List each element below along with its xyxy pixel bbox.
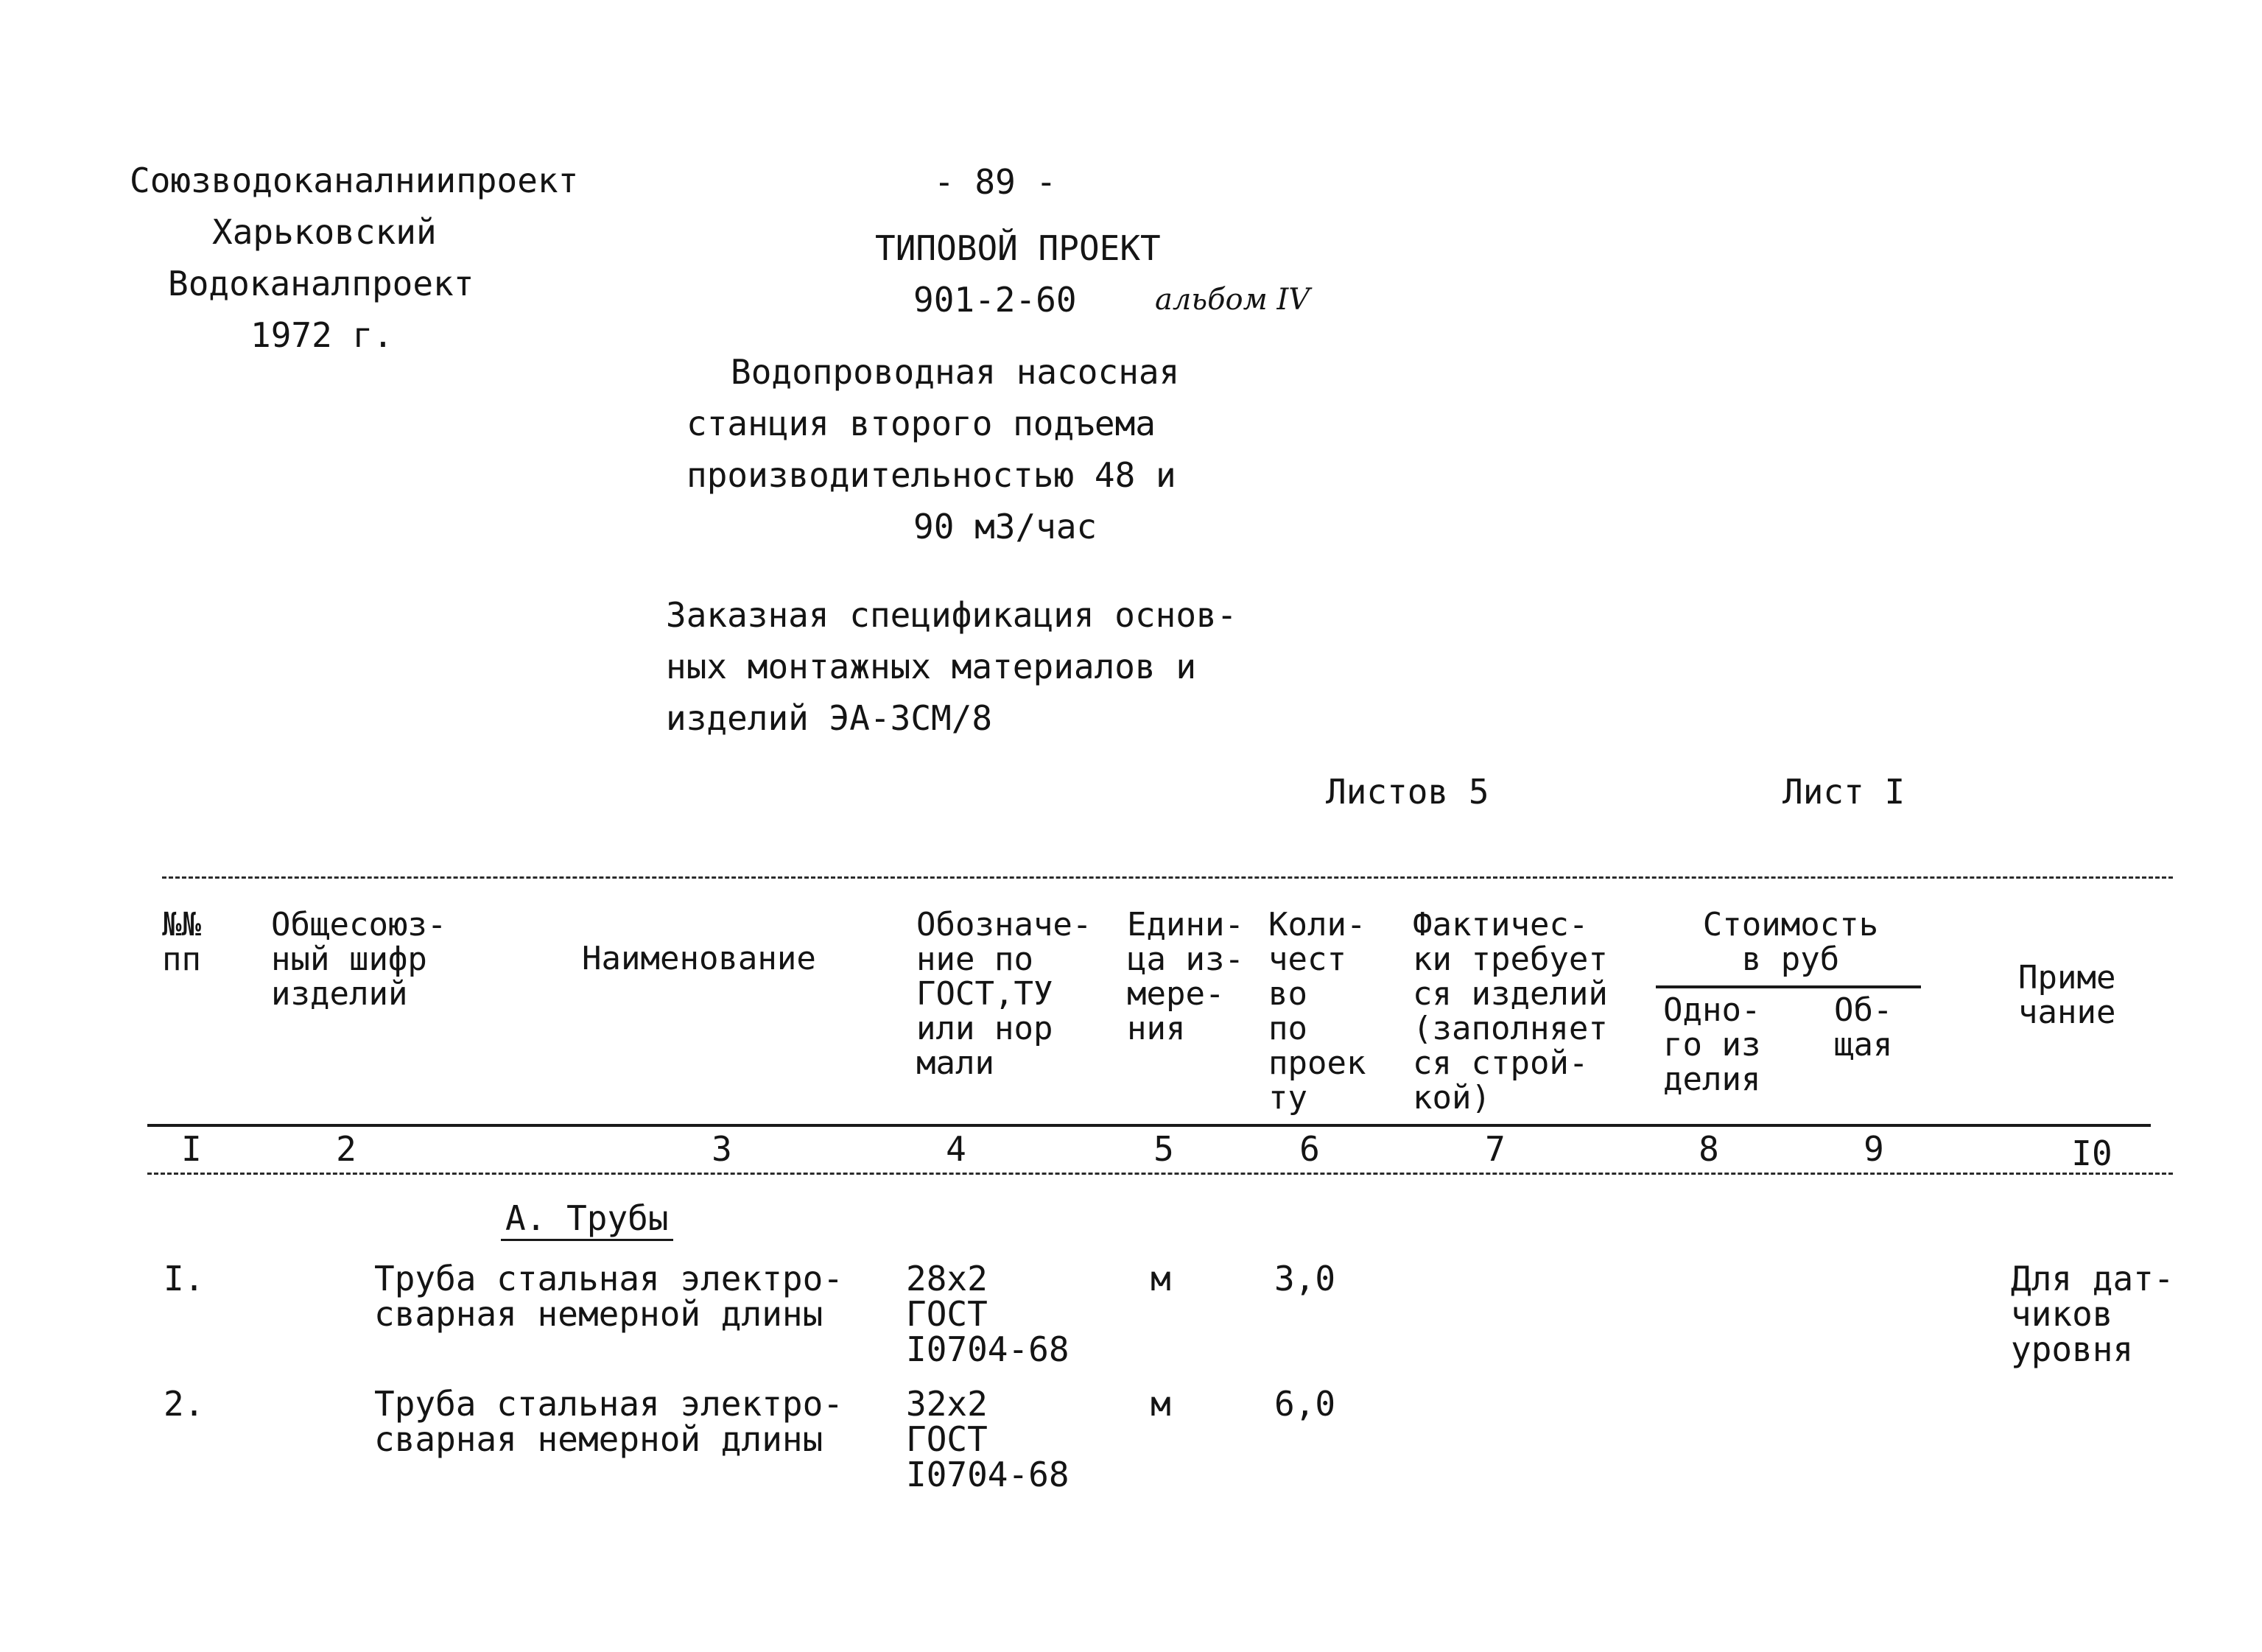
spec-title-line3: изделий ЭА-3СМ/8 [666, 698, 993, 738]
project-title: ТИПОВОЙ ПРОЕКТ [875, 228, 1161, 268]
header-note: Приме чание [2018, 959, 2116, 1031]
column-number: 5 [1153, 1129, 1174, 1169]
header-quantity: Коли- чест во по проек ту [1268, 906, 1366, 1117]
project-desc-line3: производительностью 48 и [686, 455, 1176, 495]
column-number: 6 [1299, 1129, 1320, 1169]
page-number: - 89 - [934, 162, 1057, 202]
header-name: Наименование [582, 940, 816, 977]
row-unit: м [1151, 1384, 1171, 1424]
spec-title-line1: Заказная спецификация основ- [666, 595, 1237, 635]
header-union-code: Общесоюз- ный шифр изделий [271, 906, 447, 1013]
column-number: 3 [712, 1129, 732, 1169]
column-number: 2 [336, 1129, 356, 1169]
header-cost-total: Об- щая [1834, 991, 1893, 1064]
sheets-total: Листов 5 [1326, 772, 1489, 812]
column-number: I [181, 1129, 202, 1169]
row-unit: м [1151, 1259, 1171, 1298]
header-cost: Стоимость в руб [1702, 906, 1879, 978]
row-number: 2. [164, 1384, 205, 1424]
header-actual-required: Фактичес- ки требует ся изделий (заполня… [1413, 906, 1608, 1117]
row-designation: 28x2 ГОСТ I0704-68 [906, 1259, 1069, 1369]
column-number: 8 [1699, 1129, 1719, 1169]
project-desc-line1: Водопроводная насосная [731, 352, 1180, 392]
cost-subheader-rule [1656, 985, 1921, 988]
row-number: I. [164, 1259, 205, 1298]
header-num: №№ пп [162, 906, 201, 978]
project-desc-line4: 90 м3/час [913, 507, 1097, 546]
header-unit: Едини- ца из- мере- ния [1127, 906, 1244, 1047]
table-top-rule [162, 876, 2173, 879]
row-designation: 32x2 ГОСТ I0704-68 [906, 1384, 1069, 1494]
org-name-line1: Союзводоканалниипроект [130, 161, 579, 200]
header-designation: Обозначе- ние по ГОСТ,ТУ или нор мали [916, 906, 1092, 1082]
column-number: 9 [1864, 1129, 1884, 1169]
section-heading: А. Трубы [501, 1201, 673, 1241]
header-cost-per-unit: Одно- го из делия [1663, 991, 1761, 1098]
album-handwritten: альбом IV [1155, 283, 1310, 317]
colnum-bottom-rule [147, 1173, 2173, 1175]
spec-title-line2: ных монтажных материалов и [666, 647, 1197, 686]
org-name-line2: Харьковский [212, 212, 437, 252]
column-number: 4 [946, 1129, 966, 1169]
project-desc-line2: станция второго подъема [686, 404, 1156, 443]
row-name: Труба стальная электро- сварная немерной… [374, 1259, 843, 1334]
row-quantity: 6,0 [1274, 1384, 1336, 1424]
sheet-current: Лист I [1782, 772, 1906, 812]
column-number: 7 [1485, 1129, 1506, 1169]
header-bottom-rule [147, 1124, 2151, 1127]
org-name-line3: Водоканалпроект [168, 264, 474, 303]
column-number: I0 [2071, 1133, 2112, 1173]
project-code: 901-2-60 [913, 280, 1077, 320]
row-quantity: 3,0 [1274, 1259, 1336, 1298]
row-note: Для дат- чиков уровня [2011, 1259, 2174, 1369]
org-year: 1972 г. [250, 315, 393, 355]
row-name: Труба стальная электро- сварная немерной… [374, 1384, 843, 1459]
